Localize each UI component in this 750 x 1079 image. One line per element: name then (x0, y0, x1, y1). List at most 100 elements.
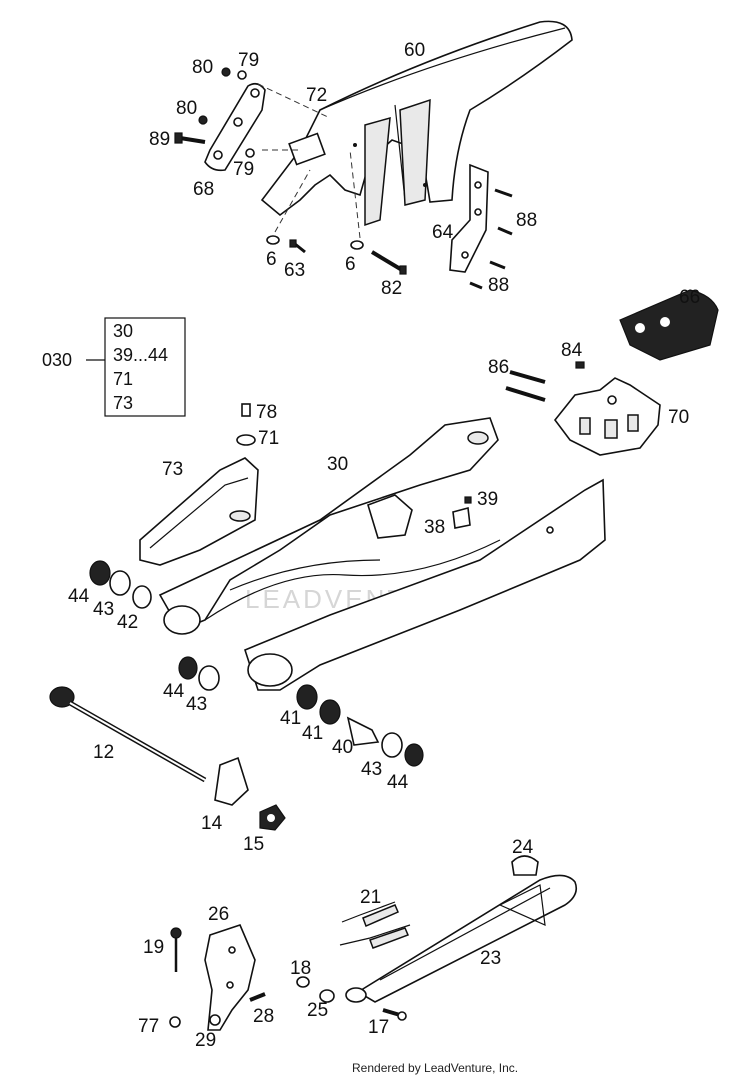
label-77: 77 (138, 1016, 159, 1037)
label-17: 17 (368, 1017, 389, 1038)
bracket-68 (204, 82, 266, 172)
screw-39 (464, 496, 472, 504)
label-68: 68 (193, 179, 214, 200)
plate-14 (214, 756, 249, 806)
bolt-19 (170, 927, 182, 972)
label-41: 41 (302, 723, 323, 744)
label-29: 29 (195, 1030, 216, 1051)
springs-21 (339, 901, 411, 949)
label-60: 60 (404, 40, 425, 61)
nut-29 (209, 1014, 221, 1026)
label-63: 63 (284, 260, 305, 281)
washer-79-b (245, 148, 255, 158)
washer-42 (132, 585, 152, 609)
label-12: 12 (93, 742, 114, 763)
side-stand-23 (345, 874, 578, 1003)
label-43: 43 (361, 759, 382, 780)
label-79: 79 (238, 50, 259, 71)
label-64: 64 (432, 222, 454, 243)
washer-18 (296, 976, 310, 988)
label-80: 80 (176, 98, 197, 119)
bolt-82 (370, 250, 407, 275)
label-15: 15 (243, 834, 264, 855)
nut-77 (169, 1016, 181, 1028)
label-23: 23 (480, 948, 501, 969)
bolt-17 (382, 1008, 407, 1021)
label-78: 78 (256, 402, 277, 423)
bushing-40 (346, 716, 380, 746)
bearing-41-b (319, 699, 341, 725)
label-79: 79 (233, 159, 254, 180)
footer-credit: Rendered by LeadVenture, Inc. (352, 1061, 518, 1075)
guard-slider-72 (288, 132, 326, 166)
label-28: 28 (253, 1006, 274, 1027)
screw-63 (289, 239, 306, 254)
stop-24 (511, 855, 539, 876)
bolts-86 (505, 370, 546, 402)
bracket-64 (449, 163, 489, 273)
bearing-44-b (178, 656, 198, 680)
label-44: 44 (163, 681, 185, 702)
label-84: 84 (561, 340, 583, 361)
bracket-on-swingarm (367, 494, 413, 539)
nut-80-a (221, 67, 231, 77)
swingarm-30 (158, 417, 606, 691)
label-88: 88 (516, 210, 537, 231)
nut-80-b (198, 115, 208, 125)
screw-84 (575, 361, 585, 369)
label-89: 89 (149, 129, 170, 150)
label-19: 19 (143, 937, 164, 958)
label-30: 30 (327, 454, 348, 475)
label-71: 71 (258, 428, 279, 449)
chain-slider-73 (139, 457, 259, 566)
label-73: 73 (162, 459, 183, 480)
pivot-bolt-12 (49, 686, 207, 783)
label-43: 43 (93, 599, 114, 620)
kit-item: 73 (113, 393, 133, 413)
label-66: 66 (679, 287, 700, 308)
washer-71 (236, 434, 256, 446)
label-41: 41 (280, 708, 301, 729)
label-80: 80 (192, 57, 213, 78)
label-6: 6 (266, 249, 277, 270)
seal-43-c (381, 732, 403, 758)
label-44: 44 (68, 586, 90, 607)
bolt-89 (174, 132, 206, 144)
washer-79-a (237, 70, 247, 80)
label-86: 86 (488, 357, 509, 378)
label-82: 82 (381, 278, 402, 299)
stand-bracket-26 (204, 924, 256, 1031)
label-40: 40 (332, 737, 353, 758)
kit-number: 030 (42, 350, 72, 370)
chain-guide-bracket-70 (553, 377, 661, 456)
bushing-25 (319, 989, 335, 1003)
kit-box (104, 317, 186, 417)
bearing-44-c (404, 743, 424, 767)
label-44: 44 (387, 772, 409, 793)
kit-item: 30 (113, 321, 133, 341)
label-26: 26 (208, 904, 229, 925)
kit-item: 71 (113, 369, 133, 389)
bolt-28 (249, 992, 266, 1002)
washer-6-a (266, 235, 280, 245)
washer-6-b (350, 240, 364, 250)
seal-43-b (198, 665, 220, 691)
chain-guard-60 (260, 20, 573, 227)
kit-030: 030 30 39...44 71 73 (42, 317, 186, 417)
part-labels: 60 79 80 72 80 89 79 68 88 64 6 63 6 82 … (68, 40, 700, 1051)
screw-78 (241, 403, 251, 417)
label-18: 18 (290, 958, 311, 979)
bearing-41-a (296, 684, 318, 710)
seal-43-a (109, 570, 131, 596)
nut-15 (259, 804, 286, 831)
chain-guide-66 (619, 289, 719, 361)
label-72: 72 (306, 85, 327, 106)
label-39: 39 (477, 489, 498, 510)
label-24: 24 (512, 837, 534, 858)
label-6: 6 (345, 254, 356, 275)
bolts-88 (469, 188, 513, 290)
label-21: 21 (360, 887, 381, 908)
kit-item: 39...44 (113, 345, 168, 365)
label-14: 14 (201, 813, 223, 834)
